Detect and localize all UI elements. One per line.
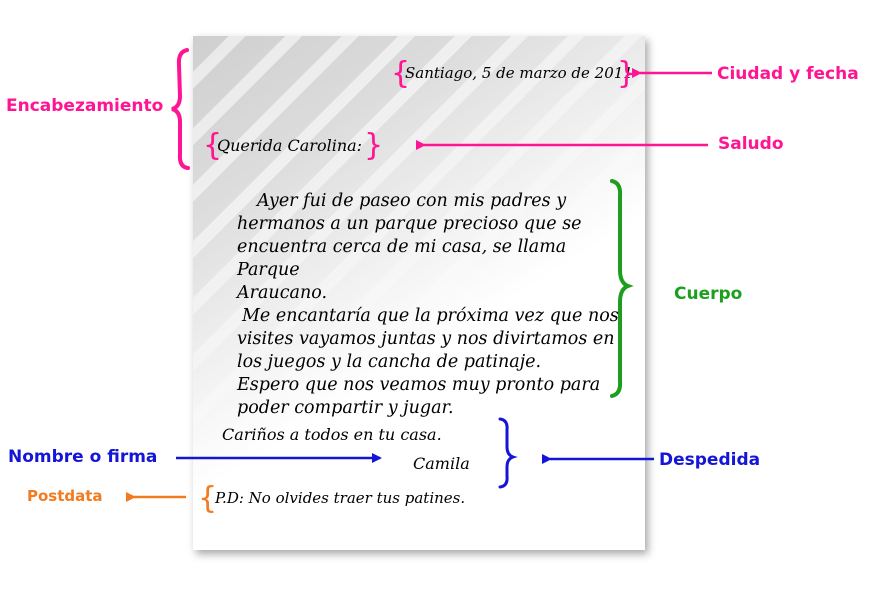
letter-greeting: Querida Carolina: bbox=[217, 136, 363, 155]
farewell-brace bbox=[498, 417, 518, 489]
body-line: Espero que nos veamos muy pronto para bbox=[237, 375, 601, 395]
label-postscript: Postdata bbox=[27, 487, 103, 505]
body-line: Araucano. bbox=[237, 283, 328, 303]
label-city-date: Ciudad y fecha bbox=[717, 64, 859, 84]
label-body: Cuerpo bbox=[674, 284, 743, 304]
letter-signature: Camila bbox=[413, 454, 470, 473]
body-line: visites vayamos juntas y nos divirtamos … bbox=[237, 329, 615, 349]
date-open-brace: { bbox=[391, 56, 411, 91]
label-heading: Encabezamiento bbox=[6, 96, 164, 116]
body-line: Ayer fui de paseo con mis padres y bbox=[257, 191, 567, 211]
letter-body: Ayer fui de paseo con mis padres y herma… bbox=[237, 190, 627, 420]
body-line: Me encantaría que la próxima vez que nos bbox=[242, 306, 619, 326]
body-brace bbox=[610, 179, 634, 398]
body-line: los juegos y la cancha de patinaje. bbox=[237, 352, 542, 372]
label-signature: Nombre o firma bbox=[8, 447, 158, 467]
body-line: hermanos a un parque precioso que se bbox=[237, 214, 582, 234]
body-line: poder compartir y jugar. bbox=[237, 398, 454, 418]
label-farewell: Despedida bbox=[659, 450, 761, 470]
date-close-brace: } bbox=[617, 56, 637, 91]
postscript-brace: { bbox=[198, 481, 218, 516]
letter-date: Santiago, 5 de marzo de 2011 bbox=[405, 64, 633, 82]
body-line: encuentra cerca de mi casa, se llama Par… bbox=[237, 237, 567, 280]
label-greeting: Saludo bbox=[718, 134, 784, 154]
greeting-close-brace: } bbox=[364, 128, 384, 163]
greeting-open-brace: { bbox=[203, 128, 223, 163]
letter-closing: Cariños a todos en tu casa. bbox=[222, 425, 442, 444]
heading-brace bbox=[171, 48, 190, 170]
letter-postscript: P.D: No olvides traer tus patines. bbox=[215, 489, 466, 507]
